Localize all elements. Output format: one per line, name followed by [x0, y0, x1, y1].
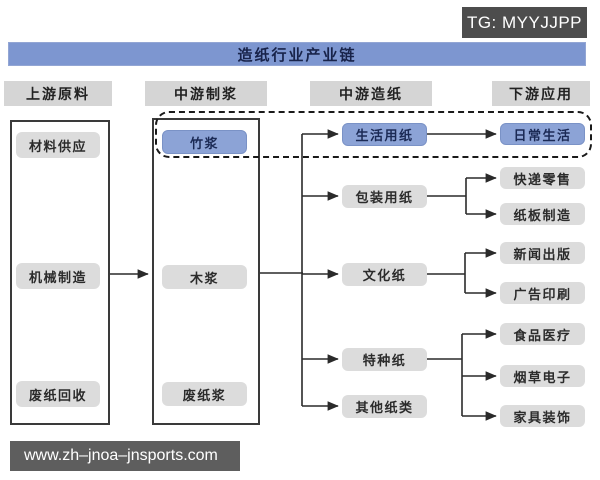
node-daily-life: 日常生活 — [500, 123, 585, 145]
node-specialty-paper: 特种纸 — [342, 348, 427, 371]
node-waste-paper-pulp: 废纸浆 — [162, 382, 247, 406]
column-header-midstream-pulping: 中游制浆 — [145, 81, 267, 106]
diagram-title: 造纸行业产业链 — [8, 42, 586, 66]
telegram-badge: TG: MYYJJPP — [462, 7, 587, 38]
column-header-midstream-papermaking: 中游造纸 — [310, 81, 432, 106]
column-header-upstream-materials: 上游原料 — [4, 81, 112, 106]
upstream-group-frame — [10, 120, 110, 425]
node-express-retail: 快递零售 — [500, 167, 585, 189]
node-paperboard-manufacturing: 纸板制造 — [500, 203, 585, 225]
node-machinery-manufacturing: 机械制造 — [16, 263, 100, 289]
node-wood-pulp: 木浆 — [162, 265, 247, 289]
node-household-paper: 生活用纸 — [342, 123, 427, 146]
highlight-path-frame — [155, 111, 592, 158]
node-cultural-paper: 文化纸 — [342, 263, 427, 286]
node-tobacco-electronics: 烟草电子 — [500, 365, 585, 387]
watermark-url: www.zh–jnoa–jnsports.com — [10, 441, 240, 471]
column-header-downstream-applications: 下游应用 — [492, 81, 590, 106]
node-packaging-paper: 包装用纸 — [342, 185, 427, 208]
node-news-publishing: 新闻出版 — [500, 242, 585, 264]
node-waste-paper-recycling: 废纸回收 — [16, 381, 100, 407]
node-bamboo-pulp: 竹浆 — [162, 130, 247, 154]
node-furniture-decoration: 家具装饰 — [500, 405, 585, 427]
node-material-supply: 材料供应 — [16, 132, 100, 158]
node-other-paper: 其他纸类 — [342, 395, 427, 418]
node-ad-printing: 广告印刷 — [500, 282, 585, 304]
node-food-medical: 食品医疗 — [500, 323, 585, 345]
pulping-group-frame — [152, 118, 260, 425]
